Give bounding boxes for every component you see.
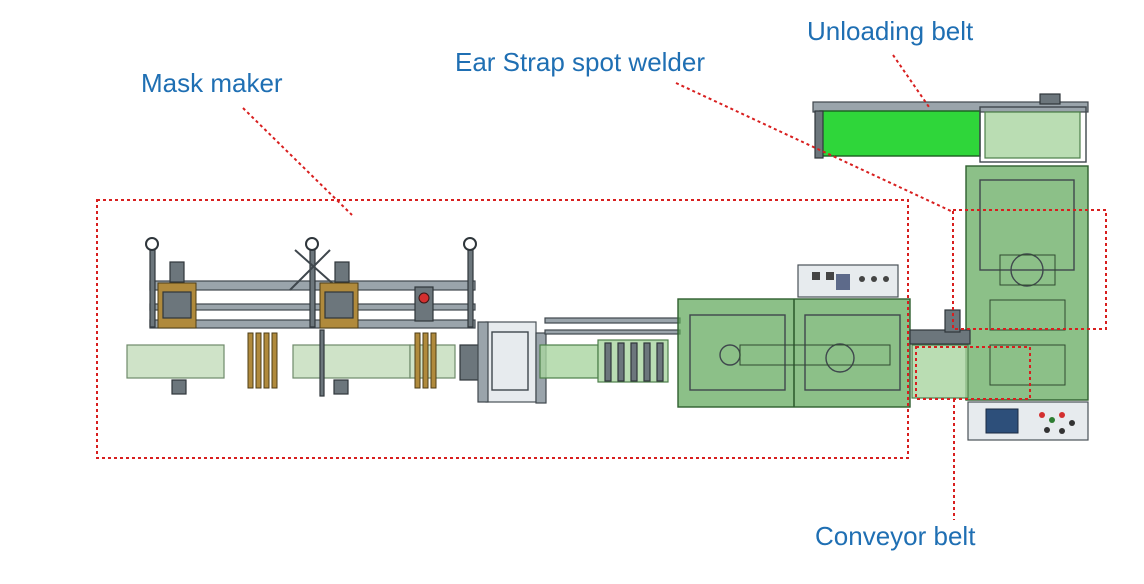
ear-strap-welder-label: Ear Strap spot welder: [455, 47, 706, 77]
unloading-belt-label: Unloading belt: [807, 16, 974, 46]
ear-strap-welder-machine: [812, 93, 1089, 441]
conveyor-belt-label: Conveyor belt: [815, 521, 976, 551]
mask-maker-machine: [126, 237, 911, 408]
unloading-belt-leader: [892, 54, 930, 108]
mask-maker-leader: [242, 107, 353, 216]
ear-strap-welder-leader: [675, 82, 954, 213]
ear-strap-welder-callout-box: [952, 209, 1107, 330]
conveyor-belt-callout-box: [915, 346, 1031, 400]
callout-overlays: [96, 54, 1107, 520]
mask-maker-label: Mask maker: [141, 68, 283, 98]
